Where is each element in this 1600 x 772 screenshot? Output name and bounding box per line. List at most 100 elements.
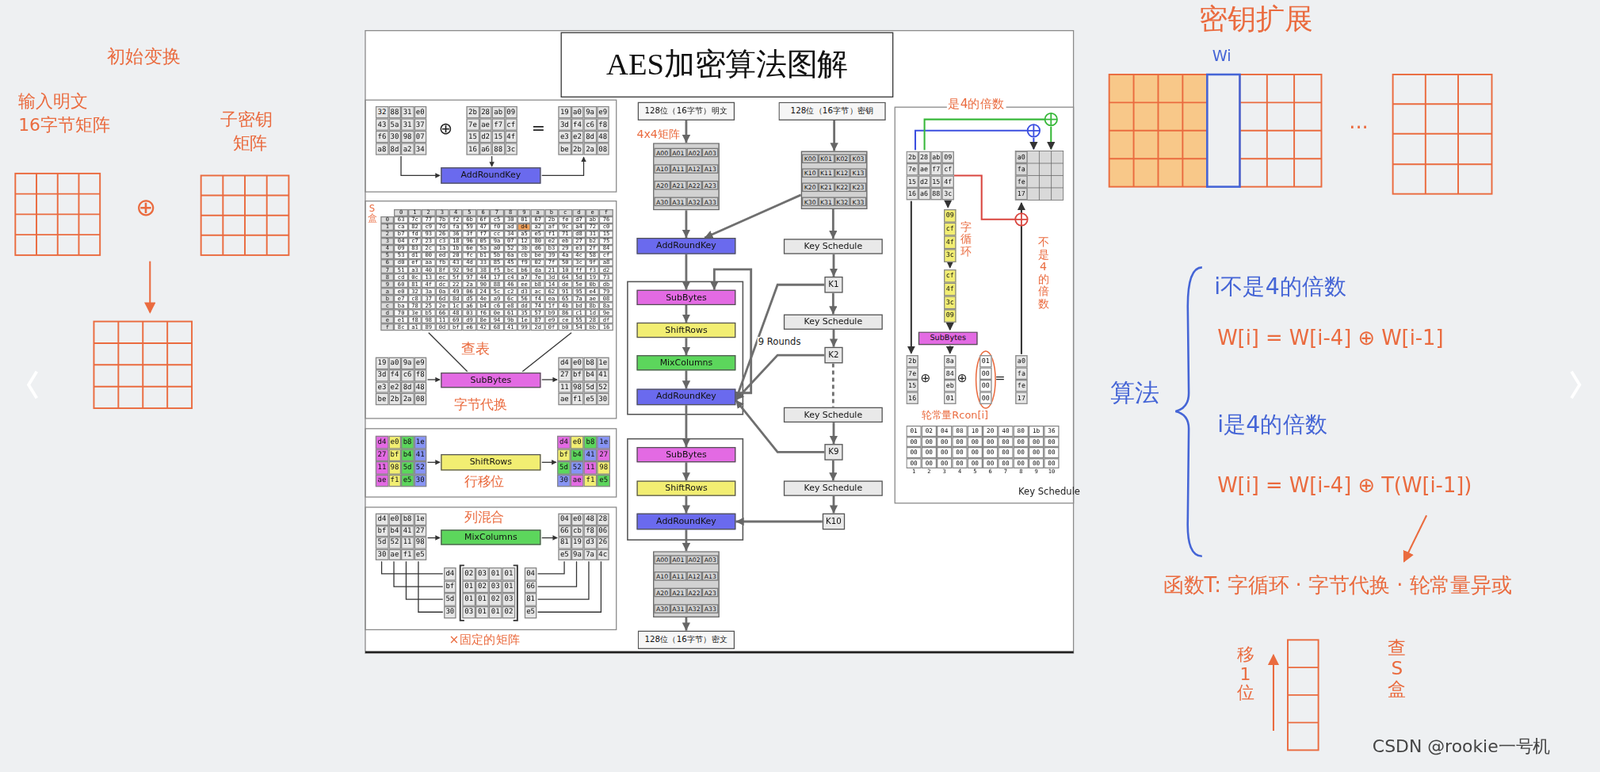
table-cell: 82 bbox=[408, 223, 422, 231]
table-cell: 33 bbox=[476, 259, 490, 267]
matrix-cell: A13 bbox=[702, 164, 718, 174]
table-cell: 02 bbox=[530, 259, 545, 267]
table-cell: 4a bbox=[558, 252, 573, 260]
table-cell: e9 bbox=[596, 106, 610, 119]
table-cell: d7 bbox=[572, 216, 586, 224]
table-cell: 00 bbox=[997, 458, 1013, 470]
table-cell: cf bbox=[504, 118, 518, 130]
step-box: AddRoundKey bbox=[636, 237, 736, 255]
box-label: MixColumns bbox=[464, 532, 518, 543]
table-cell: 79 bbox=[599, 287, 613, 295]
table-cell: 00 bbox=[421, 252, 436, 260]
panel-frame bbox=[894, 106, 1074, 504]
matrix-cell: K31 bbox=[817, 196, 834, 207]
table-cell: f1 bbox=[388, 473, 401, 487]
table-cell: 40 bbox=[997, 425, 1013, 437]
panel-wire bbox=[542, 156, 585, 176]
table-cell: 27 bbox=[557, 369, 571, 382]
matrix-cell: A22 bbox=[686, 588, 703, 598]
step-box: AddRoundKey bbox=[636, 513, 736, 531]
table-cell: 02 bbox=[475, 580, 489, 593]
table-cell: 10 bbox=[1043, 468, 1059, 477]
hand-grid bbox=[1109, 74, 1493, 750]
table-cell: d3 bbox=[517, 287, 531, 295]
step-box: K1 bbox=[824, 276, 843, 294]
matrix-cell: K10 bbox=[801, 168, 818, 179]
table-cell: e bbox=[585, 209, 600, 217]
table-cell: 12 bbox=[517, 237, 531, 245]
table-cell: 00 bbox=[982, 435, 998, 447]
table-cell: b3 bbox=[544, 244, 558, 253]
annotation-text: ⊕ bbox=[920, 371, 931, 386]
table-cell: 3c bbox=[943, 248, 956, 263]
table-cell: 6a bbox=[504, 252, 518, 260]
table-cell: 00 bbox=[936, 446, 952, 459]
table-cell: 00 bbox=[1013, 446, 1029, 459]
table-cell: 01 bbox=[462, 580, 476, 593]
table-cell: 15 bbox=[599, 230, 613, 238]
table-cell: 78 bbox=[408, 301, 422, 310]
slide-arrow bbox=[28, 371, 37, 398]
table-cell: 10 bbox=[558, 266, 573, 274]
table-cell: f8 bbox=[596, 118, 610, 130]
matrix-cell: A33 bbox=[702, 603, 718, 614]
flow-connector bbox=[685, 496, 688, 514]
table-cell: 26 bbox=[435, 230, 449, 238]
annotation-ring bbox=[976, 351, 996, 409]
table-cell: e5 bbox=[400, 473, 414, 487]
table-cell: bf bbox=[557, 448, 571, 462]
table-cell: 00 bbox=[921, 446, 937, 459]
annotation-text: = bbox=[994, 371, 1005, 386]
key-expansion-wire bbox=[1032, 137, 1035, 149]
table-cell: cf bbox=[943, 222, 956, 237]
box-label: ShiftRows bbox=[664, 325, 707, 336]
table-cell: 56 bbox=[517, 294, 531, 302]
table-cell: 0e bbox=[489, 309, 504, 317]
table-cell: bf bbox=[375, 524, 389, 537]
table-cell: 42 bbox=[476, 323, 490, 331]
table-cell: 9a bbox=[489, 237, 504, 245]
table-cell: 7 bbox=[489, 209, 504, 217]
table-cell: 03 bbox=[475, 567, 489, 581]
table-cell: 91 bbox=[558, 287, 573, 295]
panel-wire bbox=[400, 156, 440, 176]
step-box: K9 bbox=[824, 443, 843, 461]
flow-connector bbox=[735, 355, 825, 401]
annotation-text: 行移位 bbox=[464, 474, 505, 490]
table-cell: 38 bbox=[476, 266, 490, 274]
panel-wire bbox=[427, 537, 440, 539]
table-cell: d4 bbox=[557, 357, 571, 370]
table-cell: 2b bbox=[905, 151, 918, 164]
table-cell: 41 bbox=[504, 323, 518, 331]
table-cell: 28 bbox=[479, 106, 493, 119]
state-matrix: K00K01K02K03K10K11K12K13K20K21K22K23K30K… bbox=[801, 151, 868, 210]
table-cell: 4e bbox=[476, 294, 490, 302]
table-cell: 31 bbox=[585, 230, 600, 238]
table-cell: 32 bbox=[375, 106, 389, 119]
table-cell: 5d bbox=[584, 381, 597, 394]
table-cell: b4 bbox=[400, 448, 414, 462]
table-cell: ae bbox=[388, 548, 401, 561]
table-cell: cb bbox=[517, 252, 531, 260]
table-cell: 8b bbox=[585, 301, 600, 310]
key-expansion-wire bbox=[1050, 126, 1052, 149]
table-cell: c0 bbox=[599, 223, 613, 231]
table-cell: 00 bbox=[1013, 435, 1029, 447]
table-cell: 01 bbox=[979, 355, 992, 367]
step-box: Key Schedule bbox=[783, 238, 883, 254]
table-cell: e3 bbox=[375, 381, 389, 394]
table-cell: 7e bbox=[905, 163, 918, 176]
table-cell: 00 bbox=[921, 435, 937, 447]
table-cell: d5 bbox=[462, 294, 477, 302]
hand-arrow bbox=[148, 261, 151, 313]
table-cell: 4 bbox=[380, 244, 394, 253]
table-cell: 60 bbox=[394, 280, 409, 288]
table-cell: cd bbox=[394, 273, 409, 281]
table-cell: 52 bbox=[596, 381, 610, 394]
table-cell: 5e bbox=[572, 280, 586, 288]
table-cell: 04 bbox=[394, 237, 409, 245]
table-cell: 8d bbox=[400, 381, 414, 394]
table-cell: bf bbox=[570, 369, 584, 382]
table-cell: f1 bbox=[400, 548, 414, 561]
table-cell: 27 bbox=[596, 448, 611, 462]
